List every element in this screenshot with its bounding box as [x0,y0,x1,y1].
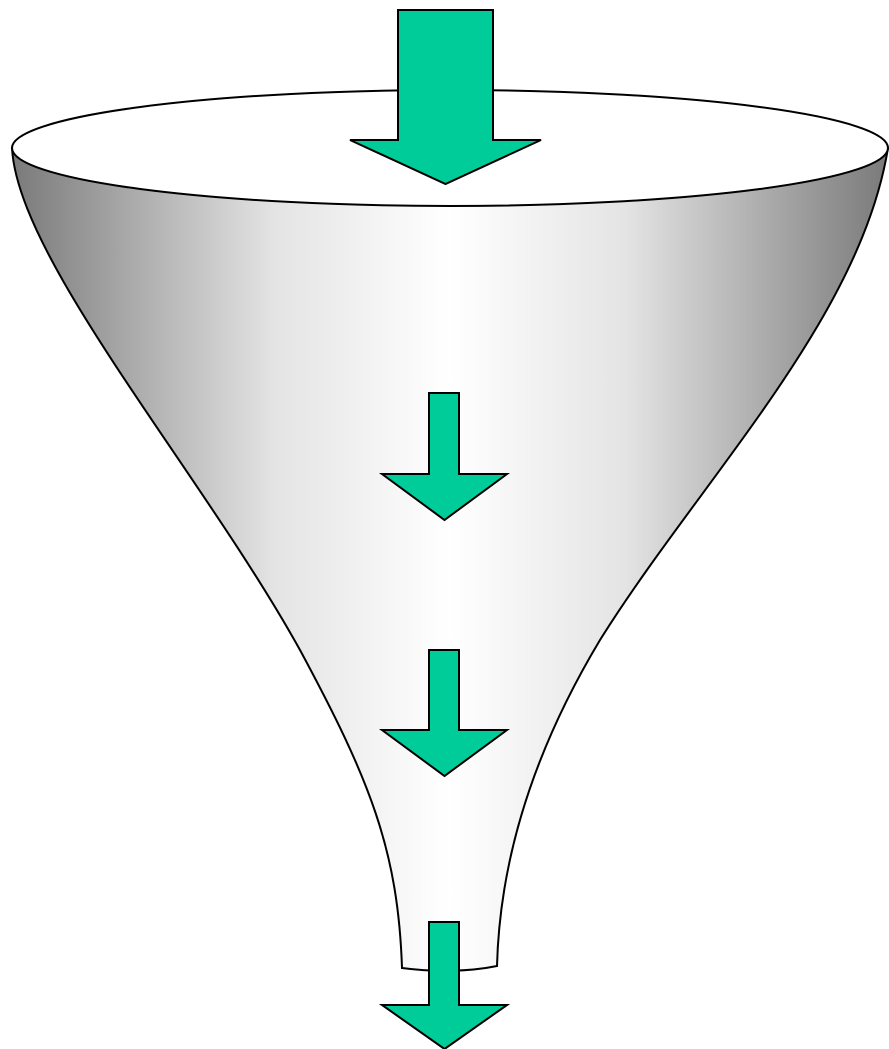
arrow-down-icon [378,649,511,778]
arrow-down-icon [378,392,511,522]
funnel-body [10,147,889,972]
arrows-group [349,9,542,1049]
arrow-down-icon [378,921,511,1049]
arrow-down-icon [349,9,542,186]
